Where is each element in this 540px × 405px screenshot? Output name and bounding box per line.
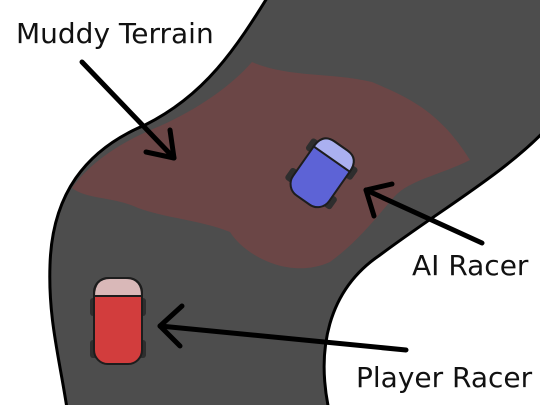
player-racer-car xyxy=(90,277,146,365)
mud-patch xyxy=(72,62,470,269)
arrow-muddy-terrain xyxy=(79,59,177,161)
ai-car-windshield xyxy=(312,137,355,174)
arrow-ai-racer xyxy=(363,181,485,246)
player-racer-label: Player Racer xyxy=(356,361,533,394)
ai-racer-car xyxy=(285,137,358,210)
muddy-terrain-label: Muddy Terrain xyxy=(16,17,214,50)
ai-racer-label: AI Racer xyxy=(412,249,529,282)
player-car-windshield xyxy=(92,277,144,297)
arrow-player-racer xyxy=(157,303,409,353)
